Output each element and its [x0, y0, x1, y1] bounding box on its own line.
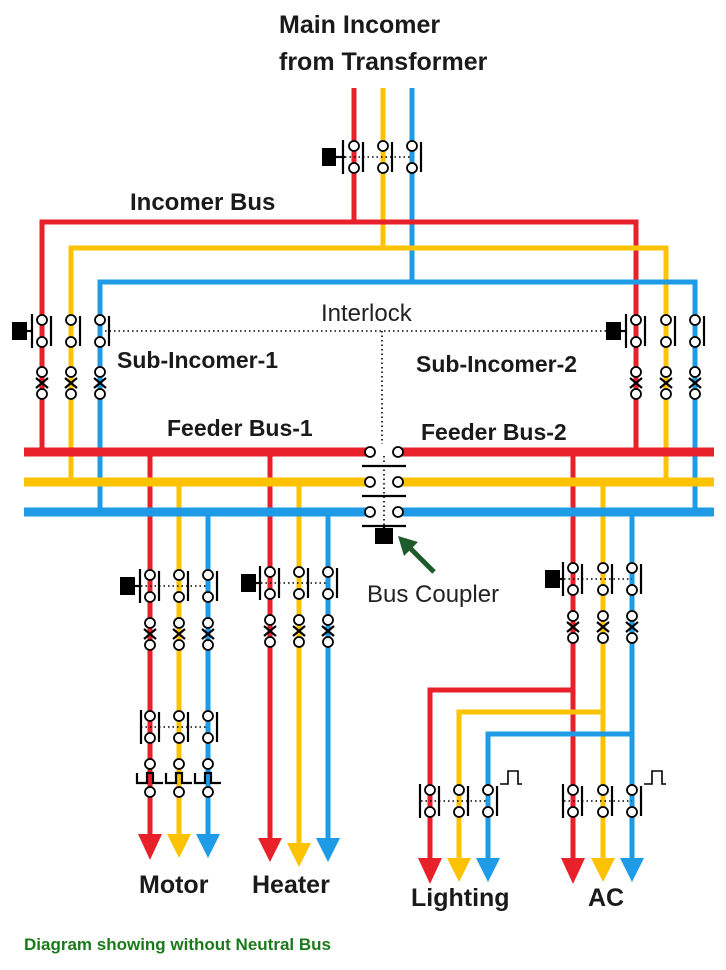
ac-contactor	[561, 770, 667, 819]
feeder-bus-2-label: Feeder Bus-2	[421, 419, 567, 445]
sub-incomer-1-breaker	[12, 313, 111, 401]
bus-coupler-arrow	[398, 536, 436, 574]
interlock-link	[105, 330, 620, 444]
load-arrows	[138, 834, 644, 884]
busbars	[24, 447, 714, 517]
sub-incomer-1-label: Sub-Incomer-1	[117, 347, 278, 373]
heater-feeder-switchgear	[241, 565, 339, 649]
main-incomer-breaker	[322, 139, 423, 175]
lighting-contactor	[418, 770, 523, 819]
caption: Diagram showing without Neutral Bus	[24, 935, 331, 954]
bus-coupler-label: Bus Coupler	[367, 581, 499, 608]
bus-coupler-breaker	[362, 446, 406, 544]
title-line-1: Main Incomer	[279, 11, 440, 39]
incomer-bus-label: Incomer Bus	[130, 189, 275, 216]
title-line-2: from Transformer	[279, 48, 488, 76]
sub-incomer-2-breaker	[606, 313, 706, 401]
interlock-label: Interlock	[321, 300, 413, 327]
feeder-bus-2-switchgear	[545, 561, 643, 645]
motor-label: Motor	[139, 871, 209, 899]
feeder-bus-1-label: Feeder Bus-1	[167, 415, 313, 441]
motor-feeder-switchgear	[120, 568, 223, 799]
sub-incomer-2-label: Sub-Incomer-2	[416, 351, 577, 377]
ac-label: AC	[588, 884, 624, 912]
lighting-label: Lighting	[411, 884, 510, 912]
heater-label: Heater	[252, 871, 330, 899]
